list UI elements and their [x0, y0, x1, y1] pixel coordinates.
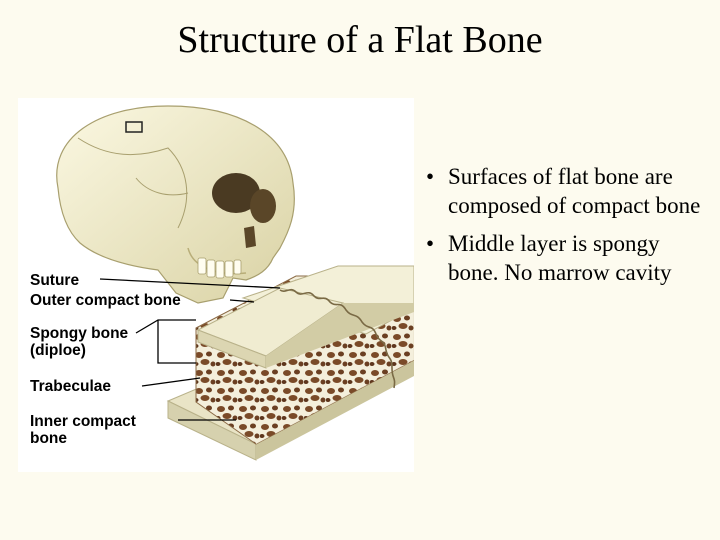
bullet-item: • Middle layer is spongy bone. No marrow… — [424, 229, 704, 287]
bullet-icon: • — [426, 231, 435, 256]
bone-block — [166, 265, 414, 461]
bullet-list: • Surfaces of flat bone are composed of … — [424, 162, 704, 296]
label-suture: Suture — [30, 272, 79, 289]
label-spongy-bone: Spongy bone — [30, 325, 129, 342]
bullet-item: • Surfaces of flat bone are composed of … — [424, 162, 704, 220]
label-diploe: (diploe) — [30, 342, 86, 359]
label-outer-compact-bone: Outer compact bone — [30, 292, 181, 309]
leader-lines — [99, 278, 281, 421]
slide-title: Structure of a Flat Bone — [177, 19, 543, 61]
label-inner-compact-bone: bone — [30, 430, 67, 447]
bullet-text: Middle layer is spongy bone. No marrow c… — [448, 231, 672, 285]
bullet-text: Surfaces of flat bone are composed of co… — [448, 164, 701, 218]
skull-drawing — [56, 105, 295, 304]
label-trabeculae: Trabeculae — [30, 378, 111, 395]
bullet-icon: • — [426, 164, 435, 189]
label-inner-compact: Inner compact — [30, 413, 136, 430]
region-marker-box — [125, 121, 143, 133]
flat-bone-figure: Suture Outer compact bone Spongy bone (d… — [18, 98, 414, 472]
flat-bone-illustration: Suture Outer compact bone Spongy bone (d… — [30, 105, 414, 461]
